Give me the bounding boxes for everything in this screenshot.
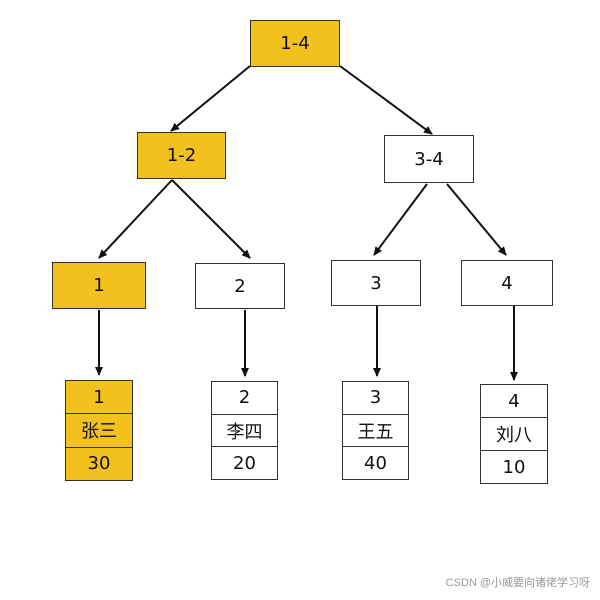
watermark-text: CSDN @小威要向诸佬学习呀 [445,577,590,589]
tree-leaf-3: 3 [331,260,421,306]
record-card-4: 4 刘八 10 [480,384,548,484]
tree-leaf-2: 2 [195,263,285,309]
record-value: 20 [233,452,256,474]
record-id: 1 [66,381,132,415]
tree-leaf-1-label: 1 [93,275,105,296]
record-card-2: 2 李四 20 [211,381,278,480]
record-id: 4 [481,385,547,418]
edge-3-4-to-4 [446,183,507,256]
record-name: 李四 [212,415,277,448]
tree-node-root: 1-4 [250,20,340,67]
tree-leaf-4: 4 [461,260,553,306]
edge-3-4-to-3 [373,183,428,256]
record-value: 10 [502,456,526,478]
tree-node-1-2: 1-2 [137,132,226,179]
tree-node-1-2-label: 1-2 [166,145,197,166]
tree-leaf-1: 1 [52,262,146,309]
record-value: 40 [364,452,387,474]
record-name: 刘八 [481,418,547,451]
record-id: 3 [343,382,408,415]
tree-leaf-3-label: 3 [370,272,382,294]
tree-leaf-4-label: 4 [501,272,513,294]
record-name: 王五 [343,415,408,448]
edge-root-to-1-2 [170,65,251,132]
tree-node-3-4-label: 3-4 [414,148,444,170]
tree-leaf-2-label: 2 [234,275,246,297]
edge-root-to-3-4 [339,65,433,135]
record-card-3: 3 王五 40 [342,381,409,480]
tree-node-root-label: 1-4 [280,33,310,54]
record-card-1: 1 张三 30 [65,380,133,481]
tree-node-3-4: 3-4 [384,135,474,183]
edge-1-2-to-2 [171,179,251,259]
record-id: 2 [212,382,277,415]
edge-1-2-to-1 [98,179,173,259]
record-name: 张三 [66,414,132,448]
record-value: 30 [87,453,111,475]
